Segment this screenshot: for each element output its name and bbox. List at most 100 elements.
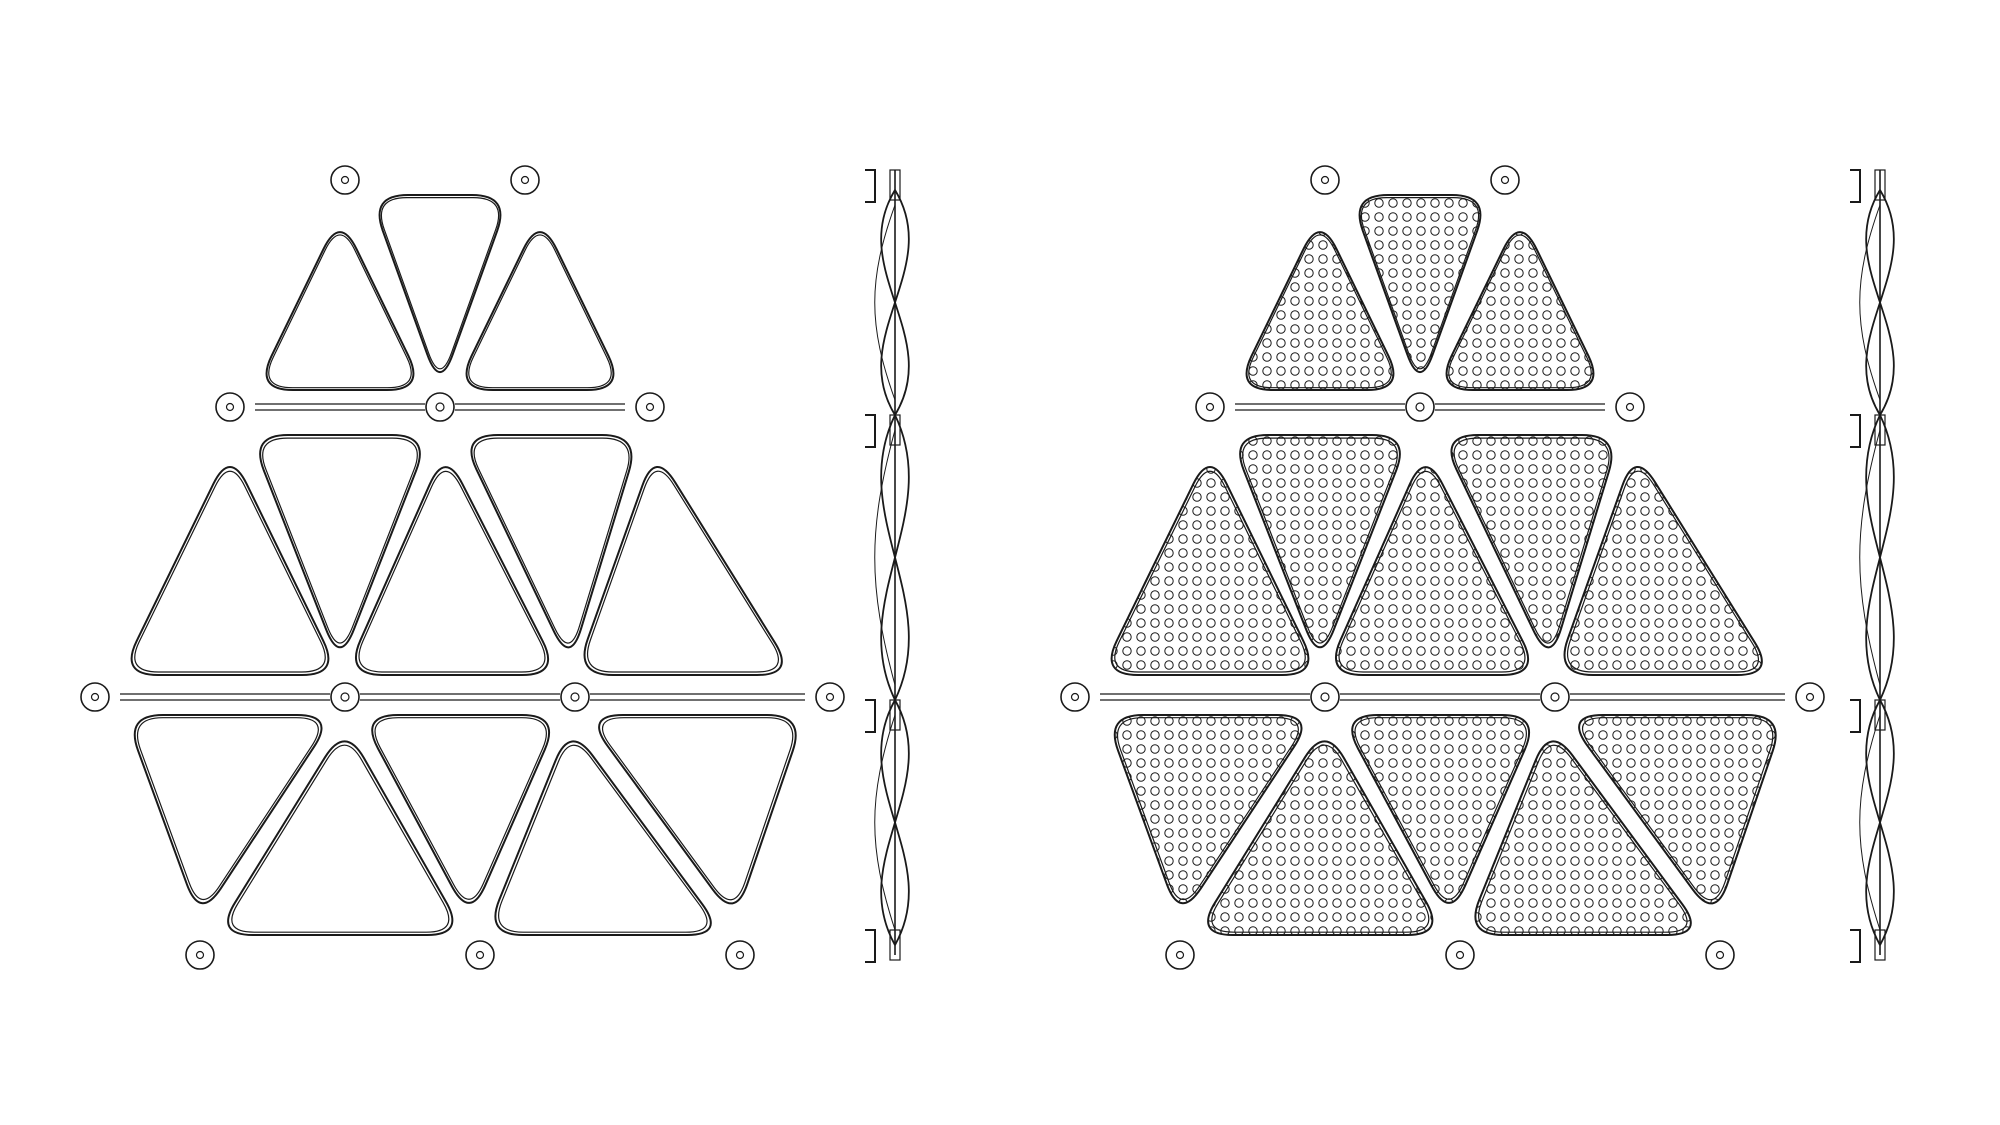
side-view-open-frame [865,169,910,963]
panel-inner [136,717,319,901]
side-curve-thin [874,429,896,686]
hub-node [330,682,360,712]
hub-node [1540,682,1570,712]
bracket-top [1850,169,1861,203]
panel-inner [1478,744,1688,933]
mount-hole [1715,950,1725,960]
panel-inner [1116,717,1299,901]
mount-hole [90,692,100,702]
panel-outer [371,714,550,904]
mount-lug [1195,392,1225,422]
panel-outer [227,740,454,936]
panel-outer [259,434,421,649]
mount-hole [825,692,835,702]
mount-lug [1310,165,1340,195]
panel-inner [1248,234,1392,389]
panel-inner [380,197,500,370]
panel-outer [130,466,330,676]
bracket-upper [865,414,876,448]
panel-inner [268,234,412,389]
mount-lug [1445,940,1475,970]
mount-hole [475,950,485,960]
side-clip [1874,169,1886,201]
mount-hole [340,175,350,185]
side-curve-thin [1859,714,1881,931]
panel-outer [1207,740,1434,936]
panel-outer [1110,466,1310,676]
panel-inner [586,470,779,673]
mount-hole [1070,692,1080,702]
bracket-bottom [1850,929,1861,963]
panel-outer [465,231,615,391]
side-curve-thin [1859,429,1881,686]
panel-inner [1566,470,1759,673]
bracket-lower [1850,699,1861,733]
mount-lug [1705,940,1735,970]
mount-lug [80,682,110,712]
panel-outer [1450,434,1613,649]
mount-hole [1805,692,1815,702]
panel-inner [1360,197,1480,370]
side-curve [880,414,910,701]
mount-hole [1500,175,1510,185]
mount-hole [1205,402,1215,412]
bracket-lower [865,699,876,733]
front-view-perforated [1060,165,1825,970]
panel-outer [1351,714,1530,904]
panel-inner [468,234,612,389]
mount-lug [510,165,540,195]
mount-lug [185,940,215,970]
bracket-top [865,169,876,203]
panel-inner [374,717,547,900]
side-curve [880,189,910,416]
panel-outer [1335,466,1529,676]
hub-pin [570,692,580,702]
panel-outer [133,714,323,905]
panel-outer [1358,194,1482,374]
panel-outer [598,714,797,905]
side-curve-thin [1859,204,1881,401]
panel-inner [231,744,450,933]
mount-lug [635,392,665,422]
panel-outer [265,231,415,391]
hub-pin [340,692,350,702]
mount-lug [465,940,495,970]
hub-node [1405,392,1435,422]
hub-pin [1320,692,1330,702]
panel-inner [358,470,546,673]
side-curve-thin [874,204,896,401]
panel-inner [1211,744,1430,933]
hub-node [425,392,455,422]
mount-lug [1795,682,1825,712]
mount-lug [1615,392,1645,422]
front-view-open-frame [80,165,845,970]
panel-outer [583,466,783,676]
mount-hole [1625,402,1635,412]
mount-lug [1490,165,1520,195]
mount-lug [1060,682,1090,712]
panel-outer [494,740,712,936]
bracket-bottom [865,929,876,963]
mount-hole [645,402,655,412]
mount-lug [815,682,845,712]
panel-inner [134,470,326,673]
panel-inner [1338,470,1526,673]
panel-inner [262,437,418,644]
panel-outer [1445,231,1595,391]
mount-hole [1320,175,1330,185]
panel-outer [378,194,502,374]
panel-inner [1114,470,1306,673]
side-curve [1865,699,1895,946]
side-curve-thin [874,714,896,931]
side-curve [1865,414,1895,701]
panel-inner [601,717,794,901]
panel-outer [1113,714,1303,905]
hub-pin [1550,692,1560,702]
mount-lug [1165,940,1195,970]
hub-node [1310,682,1340,712]
panel-inner [1581,717,1774,901]
hub-node [560,682,590,712]
mount-hole [520,175,530,185]
